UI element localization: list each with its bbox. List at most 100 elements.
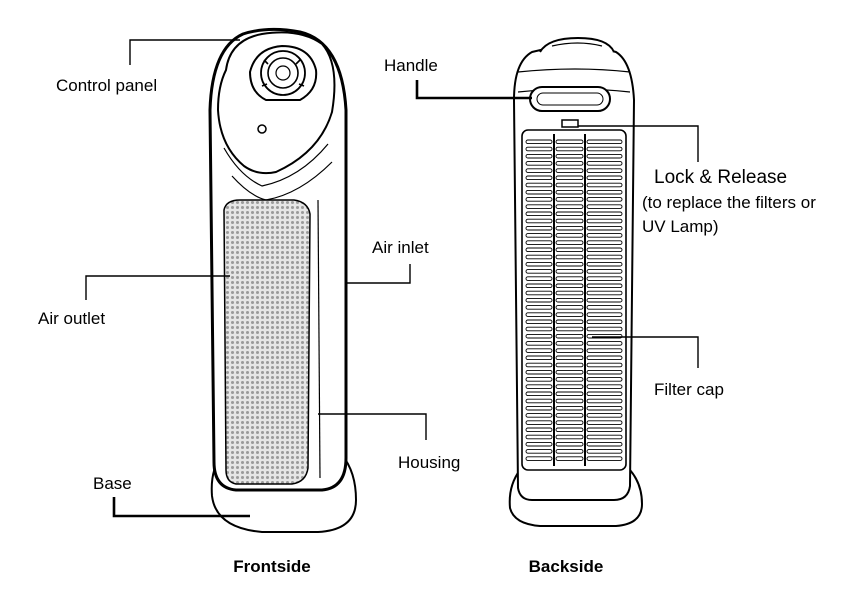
louver-slat bbox=[586, 341, 623, 346]
louver-slat bbox=[586, 211, 623, 217]
louver-slat bbox=[586, 398, 623, 404]
louver-slat bbox=[555, 211, 584, 217]
caption-backside: Backside bbox=[529, 557, 604, 576]
label-lock-release: Lock & Release bbox=[654, 167, 787, 188]
louver-slat bbox=[525, 434, 553, 440]
louver-slat bbox=[525, 240, 553, 245]
louver-slat bbox=[525, 369, 553, 375]
louver-slat bbox=[555, 305, 584, 310]
louver-slat bbox=[586, 218, 623, 224]
louver-slat bbox=[525, 427, 553, 433]
leader-air-inlet bbox=[346, 264, 411, 284]
louver-slat bbox=[555, 333, 584, 339]
louver-slat bbox=[555, 420, 584, 425]
louver-slat bbox=[555, 391, 584, 397]
louver-slat bbox=[525, 348, 553, 353]
louver-slat bbox=[555, 355, 584, 361]
louver-slat bbox=[525, 269, 553, 274]
louver-slat bbox=[586, 225, 623, 231]
louver-slat bbox=[555, 398, 584, 404]
louver-slat bbox=[525, 182, 553, 188]
leader-filter-cap bbox=[592, 336, 699, 368]
louver-slat bbox=[555, 225, 584, 231]
back-unit bbox=[508, 36, 644, 527]
louver-slat bbox=[586, 355, 623, 361]
louver-slat bbox=[525, 153, 553, 159]
leader-control-panel bbox=[129, 39, 240, 65]
louver-slat bbox=[525, 197, 553, 202]
louver-slat bbox=[525, 420, 553, 425]
louver-slat bbox=[586, 168, 623, 173]
louver-slat bbox=[525, 254, 553, 260]
louver-slat bbox=[555, 319, 584, 325]
louver-slat bbox=[555, 233, 584, 238]
louver-slat bbox=[525, 333, 553, 339]
leader-base bbox=[112, 497, 250, 518]
louver-slat bbox=[555, 362, 584, 368]
louver-slat bbox=[586, 161, 623, 166]
leader-housing bbox=[318, 413, 427, 440]
louver-slat bbox=[525, 204, 553, 209]
louver-slat bbox=[586, 427, 623, 433]
louver-slat bbox=[555, 348, 584, 353]
louver-slat bbox=[555, 276, 584, 281]
louver-slat bbox=[525, 225, 553, 231]
louver-slat bbox=[586, 276, 623, 281]
louver-slat bbox=[586, 269, 623, 274]
louver-slat bbox=[555, 269, 584, 274]
louver-slat bbox=[586, 261, 623, 267]
label-lock-release-note-2: UV Lamp) bbox=[642, 217, 719, 236]
louver-slat bbox=[586, 369, 623, 375]
label-lock-release-note-1: (to replace the filters or bbox=[642, 193, 816, 212]
louver-slat bbox=[555, 341, 584, 346]
louver-slat bbox=[555, 161, 584, 166]
louver-slat bbox=[555, 377, 584, 382]
louver-slat bbox=[586, 182, 623, 188]
louver-slat bbox=[586, 377, 623, 382]
louver-slat bbox=[555, 290, 584, 296]
louver-slat bbox=[555, 189, 584, 195]
louver-slat bbox=[555, 413, 584, 418]
louver-slat bbox=[525, 441, 553, 447]
louver-slat bbox=[555, 297, 584, 303]
louver-slat bbox=[525, 355, 553, 361]
louver-slat bbox=[586, 153, 623, 159]
louver-slat bbox=[586, 326, 623, 332]
lock-release-button bbox=[561, 119, 579, 128]
louver-slat bbox=[555, 449, 584, 454]
louver-slat bbox=[555, 405, 584, 411]
handle-slot bbox=[529, 86, 611, 112]
louver-slat bbox=[555, 218, 584, 224]
louver-slat bbox=[525, 218, 553, 224]
louver-slat bbox=[525, 312, 553, 317]
label-handle: Handle bbox=[384, 56, 438, 75]
louver-slat bbox=[525, 398, 553, 404]
louver-slat bbox=[525, 391, 553, 397]
louver-slat bbox=[586, 434, 623, 440]
louver-slat bbox=[525, 211, 553, 217]
leader-air-outlet bbox=[85, 275, 230, 300]
louver-slat bbox=[586, 197, 623, 202]
louver-slat bbox=[586, 456, 623, 461]
louver-slat bbox=[586, 441, 623, 447]
louver-slat bbox=[555, 369, 584, 375]
louver-slat bbox=[555, 197, 584, 202]
louver-slat bbox=[525, 341, 553, 346]
leader-handle bbox=[415, 80, 532, 100]
louver-slat bbox=[525, 449, 553, 454]
louver-slat bbox=[525, 168, 553, 173]
louver-slat bbox=[525, 261, 553, 267]
louver-slat bbox=[555, 261, 584, 267]
louver-slat bbox=[525, 305, 553, 310]
louver-slat bbox=[586, 146, 623, 152]
louver-slat bbox=[555, 240, 584, 245]
label-base: Base bbox=[93, 474, 132, 493]
louver-slat bbox=[586, 175, 623, 181]
louver-slat bbox=[586, 391, 623, 397]
louver-slat bbox=[586, 297, 623, 303]
louver-slat bbox=[586, 305, 623, 310]
louver-slat bbox=[586, 362, 623, 368]
louver-slat bbox=[555, 168, 584, 173]
louver-slat bbox=[586, 139, 623, 145]
louver-slat bbox=[586, 348, 623, 353]
